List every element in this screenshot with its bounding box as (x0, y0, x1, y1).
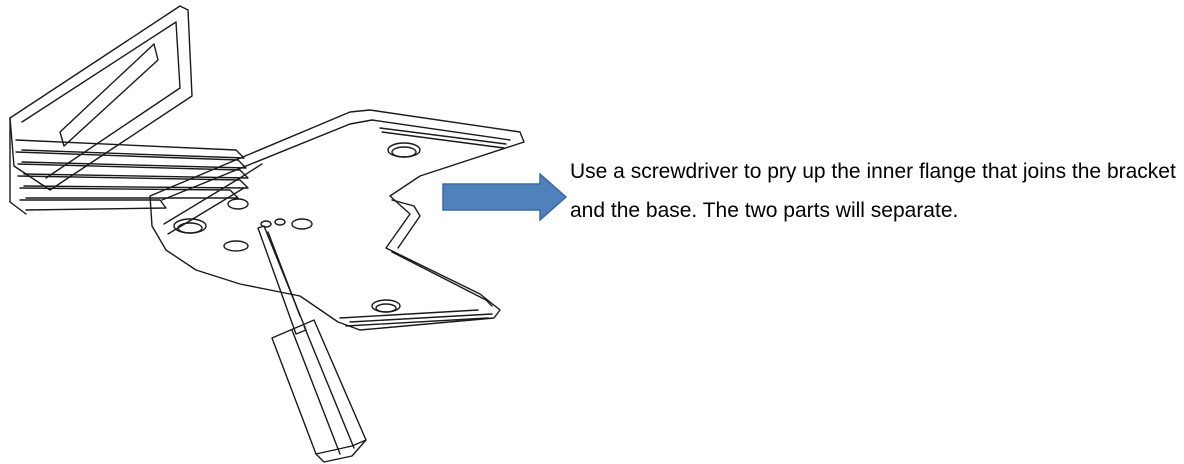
bracket-disassembly-illustration (0, 0, 560, 464)
mounting-holes (173, 142, 421, 313)
base-plate (149, 109, 525, 331)
upright-bracket-plate (9, 5, 193, 215)
instruction-caption: Use a screwdriver to pry up the inner fl… (570, 160, 1176, 222)
screwdriver (257, 225, 367, 463)
right-arrow-icon (440, 172, 570, 222)
bracket-fin-slats (15, 139, 249, 211)
